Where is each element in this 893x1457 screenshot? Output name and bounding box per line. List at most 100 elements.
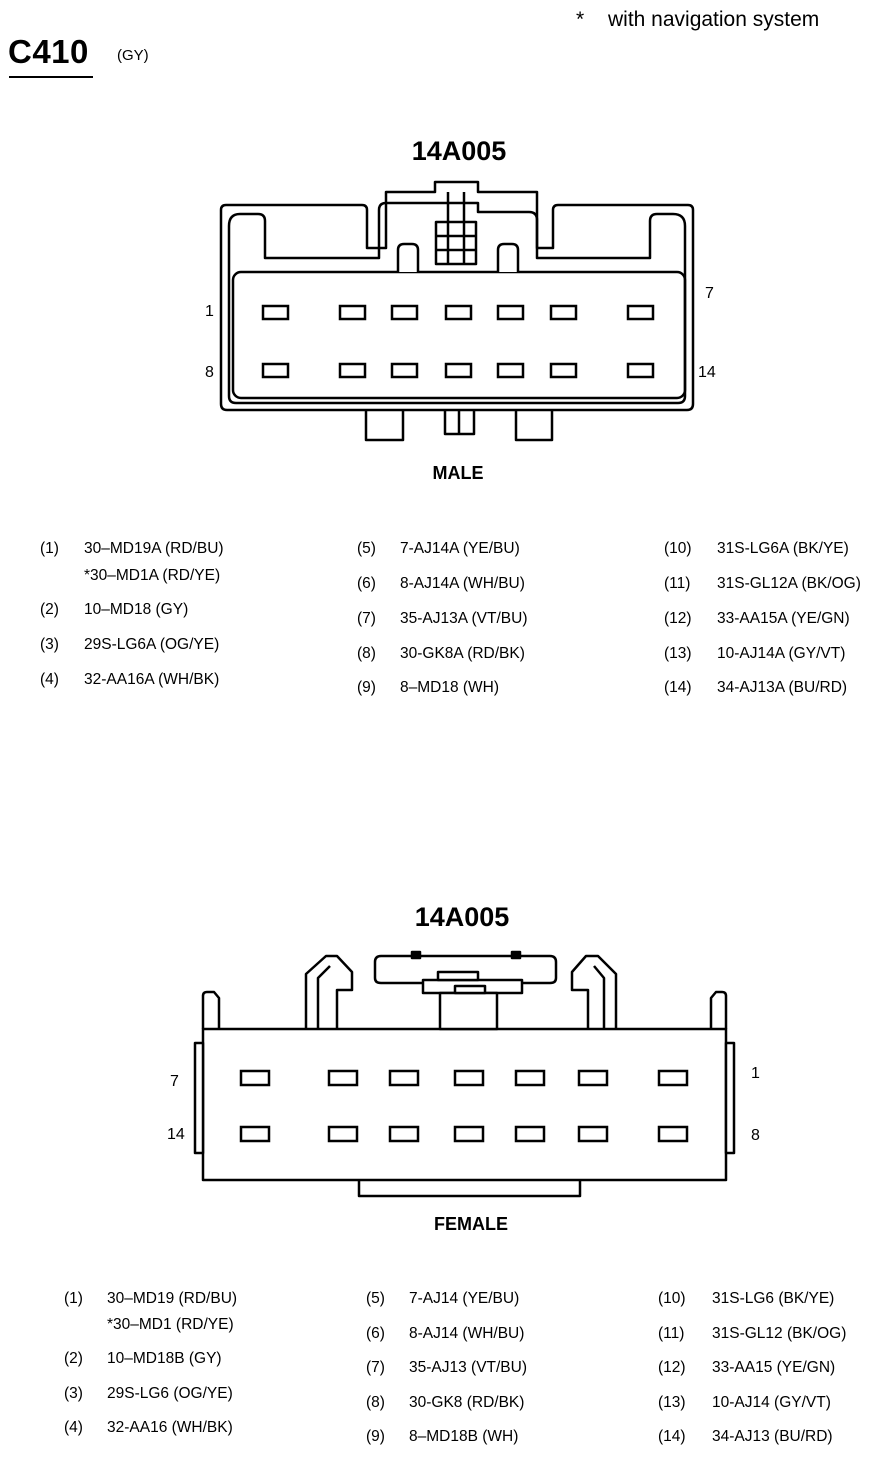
male-pin-9 — [338, 362, 367, 379]
female-pin-14 — [239, 1125, 271, 1143]
female-pin-9 — [577, 1125, 609, 1143]
wire-circuit: 8-AJ14 (WH/BU) — [409, 1325, 525, 1342]
wire-circuit: 8-AJ14A (WH/BU) — [400, 575, 525, 592]
male-pin-7 — [626, 304, 655, 321]
wire-pin-number: (11) — [658, 1325, 685, 1342]
male-pin-10 — [390, 362, 419, 379]
female-pin-1 — [657, 1069, 689, 1087]
male-gender-label: MALE — [432, 463, 484, 483]
wire-pin-number: (7) — [366, 1359, 385, 1376]
male-pin-label-bottom-left: 8 — [205, 364, 214, 381]
wire-pin-number: (1) — [40, 540, 59, 557]
male-pin-4 — [444, 304, 473, 321]
male-pin-14 — [626, 362, 655, 379]
male-pin-11 — [444, 362, 473, 379]
wire-pin-number: (12) — [664, 610, 692, 627]
wire-circuit: 29S-LG6A (OG/YE) — [84, 636, 220, 653]
wire-pin-number: (9) — [357, 679, 376, 696]
wire-circuit: 10-AJ14 (GY/VT) — [712, 1394, 831, 1411]
male-connector-face — [219, 180, 695, 442]
wire-pin-number: (3) — [64, 1385, 83, 1402]
navigation-note-text: with navigation system — [608, 8, 820, 31]
wire-pin-number: (5) — [357, 540, 376, 557]
female-pin-12 — [388, 1125, 420, 1143]
wire-circuit: 7-AJ14 (YE/BU) — [409, 1290, 520, 1307]
wire-pin-number: (5) — [366, 1290, 385, 1307]
male-pin-3 — [390, 304, 419, 321]
male-pin-label-top-right: 7 — [705, 285, 714, 302]
wire-pin-number: (12) — [658, 1359, 686, 1376]
male-pin-row-bottom — [261, 362, 655, 379]
female-pin-row-top — [239, 1069, 689, 1087]
wire-circuit: 10-AJ14A (GY/VT) — [717, 645, 846, 662]
male-pin-label-top-left: 1 — [205, 303, 214, 320]
female-pin-8 — [657, 1125, 689, 1143]
wire-circuit: 33-AA15 (YE/GN) — [712, 1359, 836, 1376]
wire-pin-number: (1) — [64, 1290, 83, 1307]
male-pin-row-top — [261, 304, 655, 321]
wire-circuit: 30–MD19 (RD/BU) — [107, 1290, 238, 1307]
wire-circuit-alt: *30–MD1 (RD/YE) — [107, 1316, 234, 1333]
wire-circuit: 32-AA16A (WH/BK) — [84, 671, 220, 688]
wire-pin-number: (8) — [366, 1394, 385, 1411]
wire-circuit: 31S-GL12 (BK/OG) — [712, 1325, 847, 1342]
connector-id-underline — [9, 76, 93, 78]
female-pin-2 — [577, 1069, 609, 1087]
female-pin-label-bottom-right: 8 — [751, 1127, 760, 1144]
male-pin-6 — [549, 304, 578, 321]
wire-circuit: 33-AA15A (YE/GN) — [717, 610, 850, 627]
wire-pin-number: (4) — [64, 1419, 83, 1436]
wire-circuit: 29S-LG6 (OG/YE) — [107, 1385, 233, 1402]
wire-circuit: 31S-GL12A (BK/OG) — [717, 575, 861, 592]
male-pin-2 — [338, 304, 367, 321]
navigation-note: *with navigation system — [576, 8, 819, 32]
wire-circuit: 30-GK8A (RD/BK) — [400, 645, 525, 662]
wire-pin-number: (4) — [40, 671, 59, 688]
wire-pin-number: (2) — [40, 601, 59, 618]
female-connector-face — [193, 950, 736, 1198]
male-part-number: 14A005 — [411, 136, 507, 166]
wire-circuit-alt: *30–MD1A (RD/YE) — [84, 567, 221, 584]
male-pin-1 — [261, 304, 290, 321]
wire-circuit: 34-AJ13 (BU/RD) — [712, 1428, 833, 1445]
wire-pin-number: (14) — [664, 679, 692, 696]
wire-circuit: 7-AJ14A (YE/BU) — [400, 540, 520, 557]
female-part-number: 14A005 — [414, 902, 510, 932]
female-pin-label-top-left: 7 — [170, 1073, 179, 1090]
wire-circuit: 8–MD18 (WH) — [400, 679, 500, 696]
female-pin-10 — [514, 1125, 546, 1143]
wire-circuit: 34-AJ13A (BU/RD) — [717, 679, 848, 696]
wire-circuit: 32-AA16 (WH/BK) — [107, 1419, 233, 1436]
wire-pin-number: (14) — [658, 1428, 686, 1445]
wire-circuit: 31S-LG6A (BK/YE) — [717, 540, 849, 557]
wire-pin-number: (6) — [366, 1325, 385, 1342]
wire-circuit: 31S-LG6 (BK/YE) — [712, 1290, 835, 1307]
female-pin-label-bottom-left: 14 — [167, 1126, 185, 1143]
wire-circuit: 35-AJ13 (VT/BU) — [409, 1359, 528, 1376]
female-gender-label: FEMALE — [434, 1214, 508, 1234]
female-pin-5 — [388, 1069, 420, 1087]
female-pin-3 — [514, 1069, 546, 1087]
wire-pin-number: (9) — [366, 1428, 385, 1445]
wire-circuit: 35-AJ13A (VT/BU) — [400, 610, 528, 627]
wire-circuit: 10–MD18 (GY) — [84, 601, 189, 618]
male-pin-13 — [549, 362, 578, 379]
male-pin-5 — [496, 304, 525, 321]
female-pin-6 — [327, 1069, 359, 1087]
connector-color: (GY) — [117, 47, 149, 64]
wire-pin-number: (3) — [40, 636, 59, 653]
female-pin-13 — [327, 1125, 359, 1143]
female-pin-11 — [453, 1125, 485, 1143]
wire-circuit: 30-GK8 (RD/BK) — [409, 1394, 525, 1411]
wire-pin-number: (11) — [664, 575, 691, 592]
wire-pin-number: (8) — [357, 645, 376, 662]
female-pin-label-top-right: 1 — [751, 1065, 760, 1082]
wire-circuit: 10–MD18B (GY) — [107, 1350, 222, 1367]
female-pin-7 — [239, 1069, 271, 1087]
female-pin-row-bottom — [239, 1125, 689, 1143]
wire-pin-number: (7) — [357, 610, 376, 627]
male-pin-8 — [261, 362, 290, 379]
wire-pin-number: (13) — [664, 645, 692, 662]
